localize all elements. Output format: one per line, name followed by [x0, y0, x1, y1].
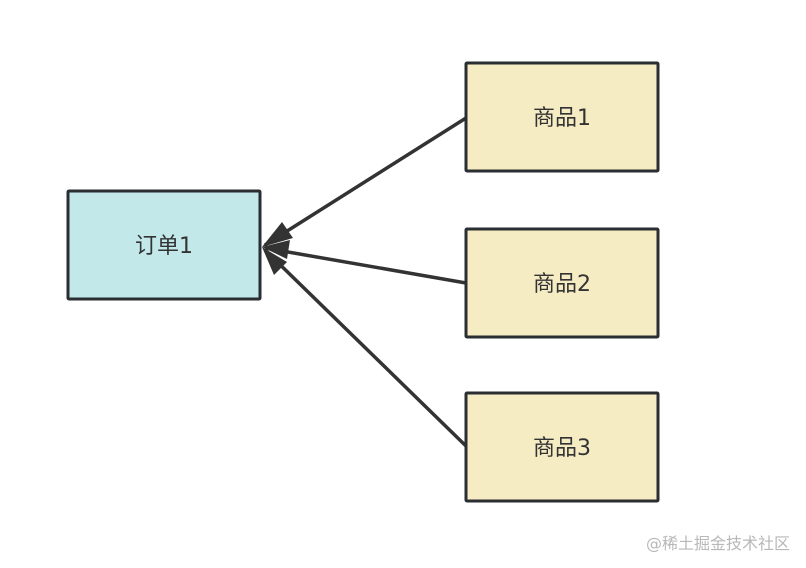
arrow-product3-to-order	[262, 247, 468, 448]
product-label-3: 商品3	[533, 436, 591, 461]
product-label-1: 商品1	[533, 106, 591, 131]
product-node-3[interactable]: 商品3	[464, 391, 660, 503]
arrow-product2-to-order	[262, 240, 467, 285]
product-node-2[interactable]: 商品2	[464, 227, 660, 339]
product-label-2: 商品2	[533, 272, 591, 297]
arrow-product1-to-order	[262, 116, 467, 247]
watermark: @稀土掘金技术社区	[645, 534, 790, 553]
order-node[interactable]: 订单1	[66, 189, 262, 301]
product-node-1[interactable]: 商品1	[464, 61, 660, 173]
order-label: 订单1	[135, 234, 193, 259]
